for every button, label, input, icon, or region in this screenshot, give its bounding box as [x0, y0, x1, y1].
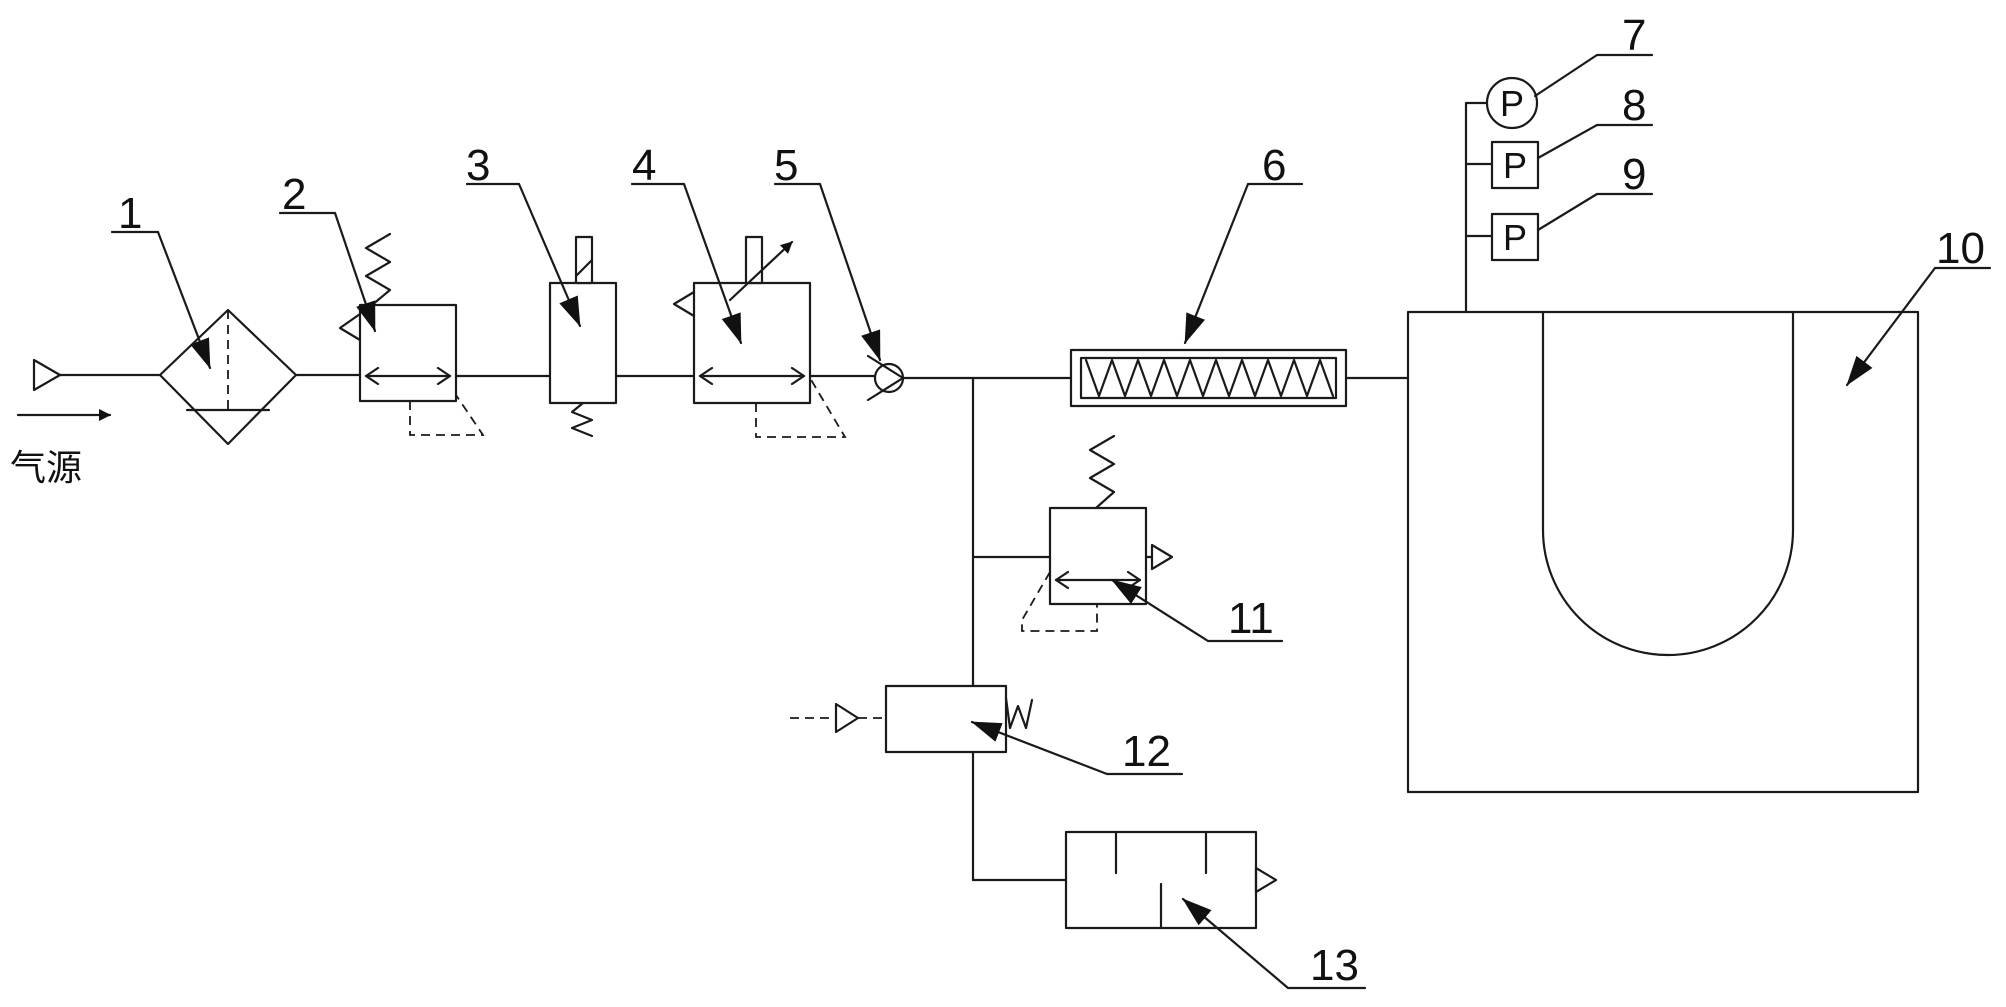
vessel-10: [1406, 310, 1920, 794]
label-8: 8: [1622, 81, 1646, 130]
gauge-line: [1464, 101, 1494, 314]
label-13: 13: [1310, 941, 1359, 990]
leader-6: 6: [1183, 141, 1304, 345]
leader-13: 13: [1181, 897, 1367, 990]
leader-3: 3: [465, 141, 582, 328]
label-3: 3: [466, 141, 490, 190]
gauge-7-letter: P: [1500, 83, 1524, 124]
label-6: 6: [1262, 141, 1286, 190]
air-source-label: 气源: [10, 448, 82, 489]
label-7: 7: [1622, 11, 1646, 60]
air-source-symbol: [32, 358, 162, 392]
pilot-valve-12: [790, 684, 1034, 754]
check-valve-5: [866, 354, 905, 402]
label-5: 5: [774, 141, 798, 190]
leader-11: 11: [1110, 578, 1284, 643]
label-12: 12: [1122, 727, 1171, 776]
heater-6: [1069, 348, 1348, 408]
leader-5: 5: [773, 141, 882, 362]
leader-7: 7: [1533, 11, 1654, 98]
label-11: 11: [1228, 594, 1274, 643]
label-2: 2: [282, 170, 306, 219]
solenoid-valve-3: [548, 235, 618, 438]
leader-2: 2: [278, 170, 377, 333]
relief-valve-11: [1021, 434, 1174, 632]
leader-1: 1: [110, 189, 212, 370]
pressure-sensor-8: P: [1490, 140, 1540, 190]
leader-12: 12: [970, 720, 1184, 776]
leader-4: 4: [630, 141, 743, 345]
sensor-9-letter: P: [1503, 217, 1527, 258]
filter-1: [158, 308, 298, 446]
label-4: 4: [632, 141, 656, 190]
leader-10: 10: [1845, 224, 1992, 387]
label-10: 10: [1936, 224, 1985, 273]
pressure-gauge-7: P: [1485, 76, 1539, 130]
label-1: 1: [118, 189, 142, 238]
sensor-8-letter: P: [1503, 145, 1527, 186]
adjustable-regulator-4: [672, 235, 847, 438]
branch-line: [971, 376, 1068, 882]
label-9: 9: [1622, 150, 1646, 199]
leader-9: 9: [1536, 150, 1654, 232]
pressure-sensor-9: P: [1490, 212, 1540, 262]
silencer-13: [1064, 830, 1278, 930]
leader-8: 8: [1536, 81, 1654, 160]
pressure-regulator-2: [338, 232, 485, 436]
